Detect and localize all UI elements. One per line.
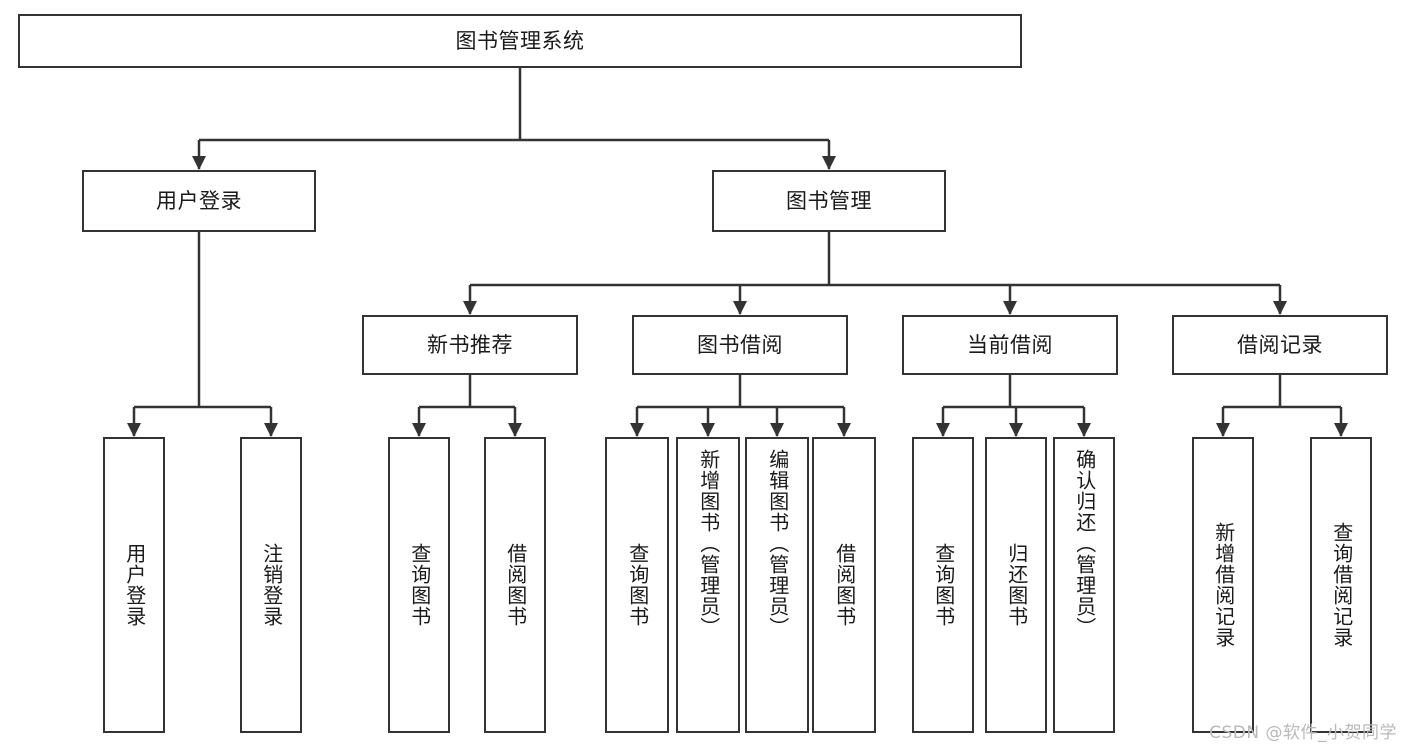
edge-arrowhead (508, 423, 522, 437)
node-book-borrow[interactable]: 图书借阅 (632, 315, 848, 375)
node-leaf-user-login[interactable]: 用户登录 (103, 437, 165, 733)
edge-arrowhead (733, 301, 747, 315)
edge-arrowhead (264, 423, 278, 437)
watermark: CSDN @软件_小贺同学 (1209, 723, 1397, 743)
node-label: 归还图书 (1004, 543, 1029, 627)
node-leaf-borrow-book-1[interactable]: 借阅图书 (484, 437, 546, 733)
node-label: 查询图书 (931, 543, 956, 627)
node-root[interactable]: 图书管理系统 (18, 14, 1022, 68)
node-label: 用户登录 (156, 188, 242, 213)
node-leaf-return-book[interactable]: 归还图书 (985, 437, 1047, 733)
node-label: 图书管理系统 (455, 28, 585, 53)
node-label: 用户登录 (122, 543, 147, 627)
edge-arrowhead (1077, 423, 1091, 437)
edge-arrowhead (1334, 423, 1348, 437)
node-label: 新增借阅记录 (1211, 522, 1236, 648)
node-user-login[interactable]: 用户登录 (82, 170, 316, 232)
node-label: 图书管理 (786, 188, 872, 213)
edge-arrowhead (770, 423, 784, 437)
edge-arrowhead (127, 423, 141, 437)
edge-arrowhead (412, 423, 426, 437)
edge-arrowhead (192, 156, 206, 170)
node-book-mgmt[interactable]: 图书管理 (712, 170, 946, 232)
node-leaf-add-book[interactable]: 新增图书（管理员） (676, 437, 740, 733)
node-leaf-borrow-book-2[interactable]: 借阅图书 (812, 437, 876, 733)
node-leaf-edit-book[interactable]: 编辑图书（管理员） (745, 437, 809, 733)
node-label: 确认归还（管理员） (1072, 449, 1097, 638)
node-label: 查询图书 (407, 543, 432, 627)
node-new-book-rec[interactable]: 新书推荐 (362, 315, 578, 375)
edge-arrowhead (822, 156, 836, 170)
node-label: 借阅记录 (1237, 332, 1323, 357)
node-current-borrow[interactable]: 当前借阅 (902, 315, 1118, 375)
node-leaf-user-logout[interactable]: 注销登录 (240, 437, 302, 733)
edge-arrowhead (630, 423, 644, 437)
node-label: 查询图书 (625, 543, 650, 627)
edge-arrowhead (837, 423, 851, 437)
edge-arrowhead (1009, 423, 1023, 437)
node-leaf-confirm-return[interactable]: 确认归还（管理员） (1053, 437, 1115, 733)
node-leaf-query-book-2[interactable]: 查询图书 (605, 437, 669, 733)
node-leaf-add-record[interactable]: 新增借阅记录 (1192, 437, 1254, 733)
edge-arrowhead (701, 423, 715, 437)
edge-arrowhead (1216, 423, 1230, 437)
node-label: 新增图书（管理员） (696, 449, 721, 638)
edge-arrowhead (1003, 301, 1017, 315)
node-borrow-record[interactable]: 借阅记录 (1172, 315, 1388, 375)
edge-arrowhead (463, 301, 477, 315)
node-label: 新书推荐 (427, 332, 513, 357)
node-leaf-query-book-3[interactable]: 查询图书 (912, 437, 974, 733)
node-label: 注销登录 (259, 543, 284, 627)
edge-arrowhead (936, 423, 950, 437)
node-label: 借阅图书 (832, 543, 857, 627)
edge-arrowhead (1273, 301, 1287, 315)
node-leaf-query-record[interactable]: 查询借阅记录 (1310, 437, 1372, 733)
node-label: 查询借阅记录 (1329, 522, 1354, 648)
node-leaf-query-book-1[interactable]: 查询图书 (388, 437, 450, 733)
node-label: 当前借阅 (967, 332, 1053, 357)
node-label: 编辑图书（管理员） (765, 449, 790, 638)
node-label: 图书借阅 (697, 332, 783, 357)
node-label: 借阅图书 (503, 543, 528, 627)
